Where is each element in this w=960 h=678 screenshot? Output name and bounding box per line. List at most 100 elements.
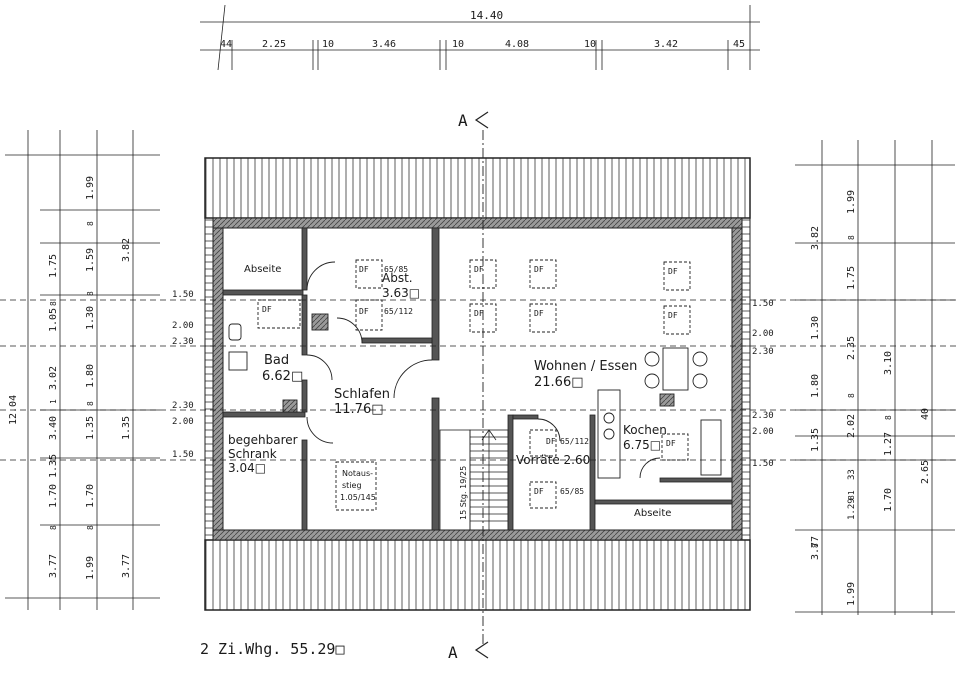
top-dim-total: 14.40 xyxy=(470,9,503,22)
door-schlafen xyxy=(393,359,433,399)
left-dim-c3: 3.77 xyxy=(121,554,132,578)
chair-icon-4 xyxy=(692,373,708,389)
wall-vorraete-kochen xyxy=(589,414,596,531)
room-schlafen-name: Schlafen xyxy=(334,387,390,402)
level-left-6: 1.50 xyxy=(172,450,194,460)
wall-abseite-bad xyxy=(222,289,304,296)
top-dim-2: 2.25 xyxy=(262,39,286,50)
room-bad-area: 6.62□ xyxy=(262,369,303,384)
right-dim-18: 3.77 xyxy=(810,536,821,560)
room-abst-area: 3.63□ xyxy=(382,286,420,300)
left-dim-c2: 1.35 xyxy=(121,416,132,440)
door-vorraete xyxy=(537,418,561,442)
left-dim-total: 12.04 xyxy=(8,395,19,425)
level-left-1: 1.50 xyxy=(172,290,194,300)
right-dim-9: 8 xyxy=(847,393,856,398)
df-kochen: DF xyxy=(666,439,676,448)
level-right-5: 2.00 xyxy=(752,427,774,437)
df-abst-1: DF xyxy=(359,265,369,274)
toilet-icon xyxy=(228,323,242,341)
skylight-wohnen-4 xyxy=(529,303,557,333)
df-wohnen-1: DF xyxy=(474,265,484,274)
wall-abst-bottom xyxy=(361,337,433,344)
top-dim-7: 10 xyxy=(584,39,596,50)
wall-top xyxy=(212,217,743,229)
wall-vorraete-left xyxy=(507,414,514,531)
left-dim-b10: 8 xyxy=(86,525,95,530)
left-dim-b6: 1.80 xyxy=(85,364,96,388)
skylight-wohnen-6 xyxy=(663,305,691,335)
left-dim-b2: 8 xyxy=(86,221,95,226)
left-dim-a3: 3.02 xyxy=(48,366,59,390)
level-right-3: 2.30 xyxy=(752,347,774,357)
df-wohnen-4: DF xyxy=(534,309,544,318)
right-dim-21: 8 xyxy=(811,543,820,548)
skylights xyxy=(257,259,691,511)
room-kochen-name: Kochen xyxy=(623,423,667,437)
level-right-6: 1.50 xyxy=(752,459,774,469)
wall-bad-schlafen xyxy=(301,294,308,356)
left-dim-a2: 1.05 xyxy=(48,308,59,332)
door-swings xyxy=(306,261,661,479)
chair-icon-3 xyxy=(692,351,708,367)
df-bad: DF xyxy=(262,305,272,314)
right-dim-3: 8 xyxy=(847,235,856,240)
stair-label: 15 Stg. 19/25 xyxy=(459,466,468,520)
level-left-4: 2.30 xyxy=(172,401,194,411)
door-schrank xyxy=(306,416,334,444)
room-abseite-left: Abseite xyxy=(244,264,281,275)
roof-upper xyxy=(204,157,751,219)
kitchen-counter-right xyxy=(700,419,722,476)
top-dim-4: 3.46 xyxy=(372,39,396,50)
room-kochen-area: 6.75□ xyxy=(623,438,661,452)
right-dim-13: 40 xyxy=(920,408,931,420)
notausstieg-3: 1.05/145 xyxy=(340,493,376,502)
right-dim-19: 1.29 xyxy=(847,498,857,520)
left-dim-b9: 1.70 xyxy=(85,484,96,508)
top-dim-9: 45 xyxy=(733,39,745,50)
skylight-wohnen-2 xyxy=(529,259,557,289)
staircase xyxy=(439,429,509,531)
top-dim-1: 44 xyxy=(220,39,232,50)
df-abst-2-size: 65/112 xyxy=(384,307,413,316)
room-bad-name: Bad xyxy=(264,353,289,368)
wall-abseite-schlafen xyxy=(301,227,308,291)
left-dim-s1: 8 xyxy=(49,301,58,306)
wall-schlafen-wohnen-lower xyxy=(431,397,440,531)
df-vorraete-2-size: 65/85 xyxy=(560,487,584,496)
skylight-vorraete-2 xyxy=(529,481,557,509)
level-right-4: 2.30 xyxy=(752,411,774,421)
left-dim-a4: 3.40 xyxy=(48,416,59,440)
right-dimension-lines xyxy=(795,140,955,615)
df-wohnen-5: DF xyxy=(668,267,678,276)
right-dim-12: 1.27 xyxy=(883,432,894,456)
wall-bottom xyxy=(212,529,743,541)
outer-walls xyxy=(212,217,743,541)
left-dimension-lines xyxy=(5,130,160,610)
left-dim-a7: 3.77 xyxy=(48,554,59,578)
top-dim-8: 3.42 xyxy=(654,39,678,50)
room-wohnen-name: Wohnen / Essen xyxy=(534,359,637,374)
top-dim-3: 10 xyxy=(322,39,334,50)
skylight-abst-1 xyxy=(355,259,383,289)
apartment-caption: 2 Zi.Whg. 55.29□ xyxy=(200,640,345,658)
df-wohnen-3: DF xyxy=(474,309,484,318)
wall-bad-schlafen-2 xyxy=(301,379,308,413)
right-dim-16: 1.70 xyxy=(883,488,894,512)
roof-right xyxy=(741,217,751,541)
door-bad xyxy=(306,354,333,381)
right-dim-6: 2.35 xyxy=(846,336,857,360)
room-wohnen-area: 21.66□ xyxy=(534,375,584,390)
washbasin-icon xyxy=(228,351,248,371)
df-vorraete-2: DF xyxy=(534,487,544,496)
df-vorraete-1: DF xyxy=(546,437,556,446)
roof-left xyxy=(204,217,214,541)
right-dim-4: 1.75 xyxy=(846,266,857,290)
right-dim-8: 1.80 xyxy=(810,374,821,398)
level-left-3: 2.30 xyxy=(172,337,194,347)
skylight-vorraete-1 xyxy=(529,429,557,457)
left-dim-s3: 8 xyxy=(49,525,58,530)
wall-kochen-abseite xyxy=(594,499,733,505)
right-dim-5: 1.30 xyxy=(810,316,821,340)
